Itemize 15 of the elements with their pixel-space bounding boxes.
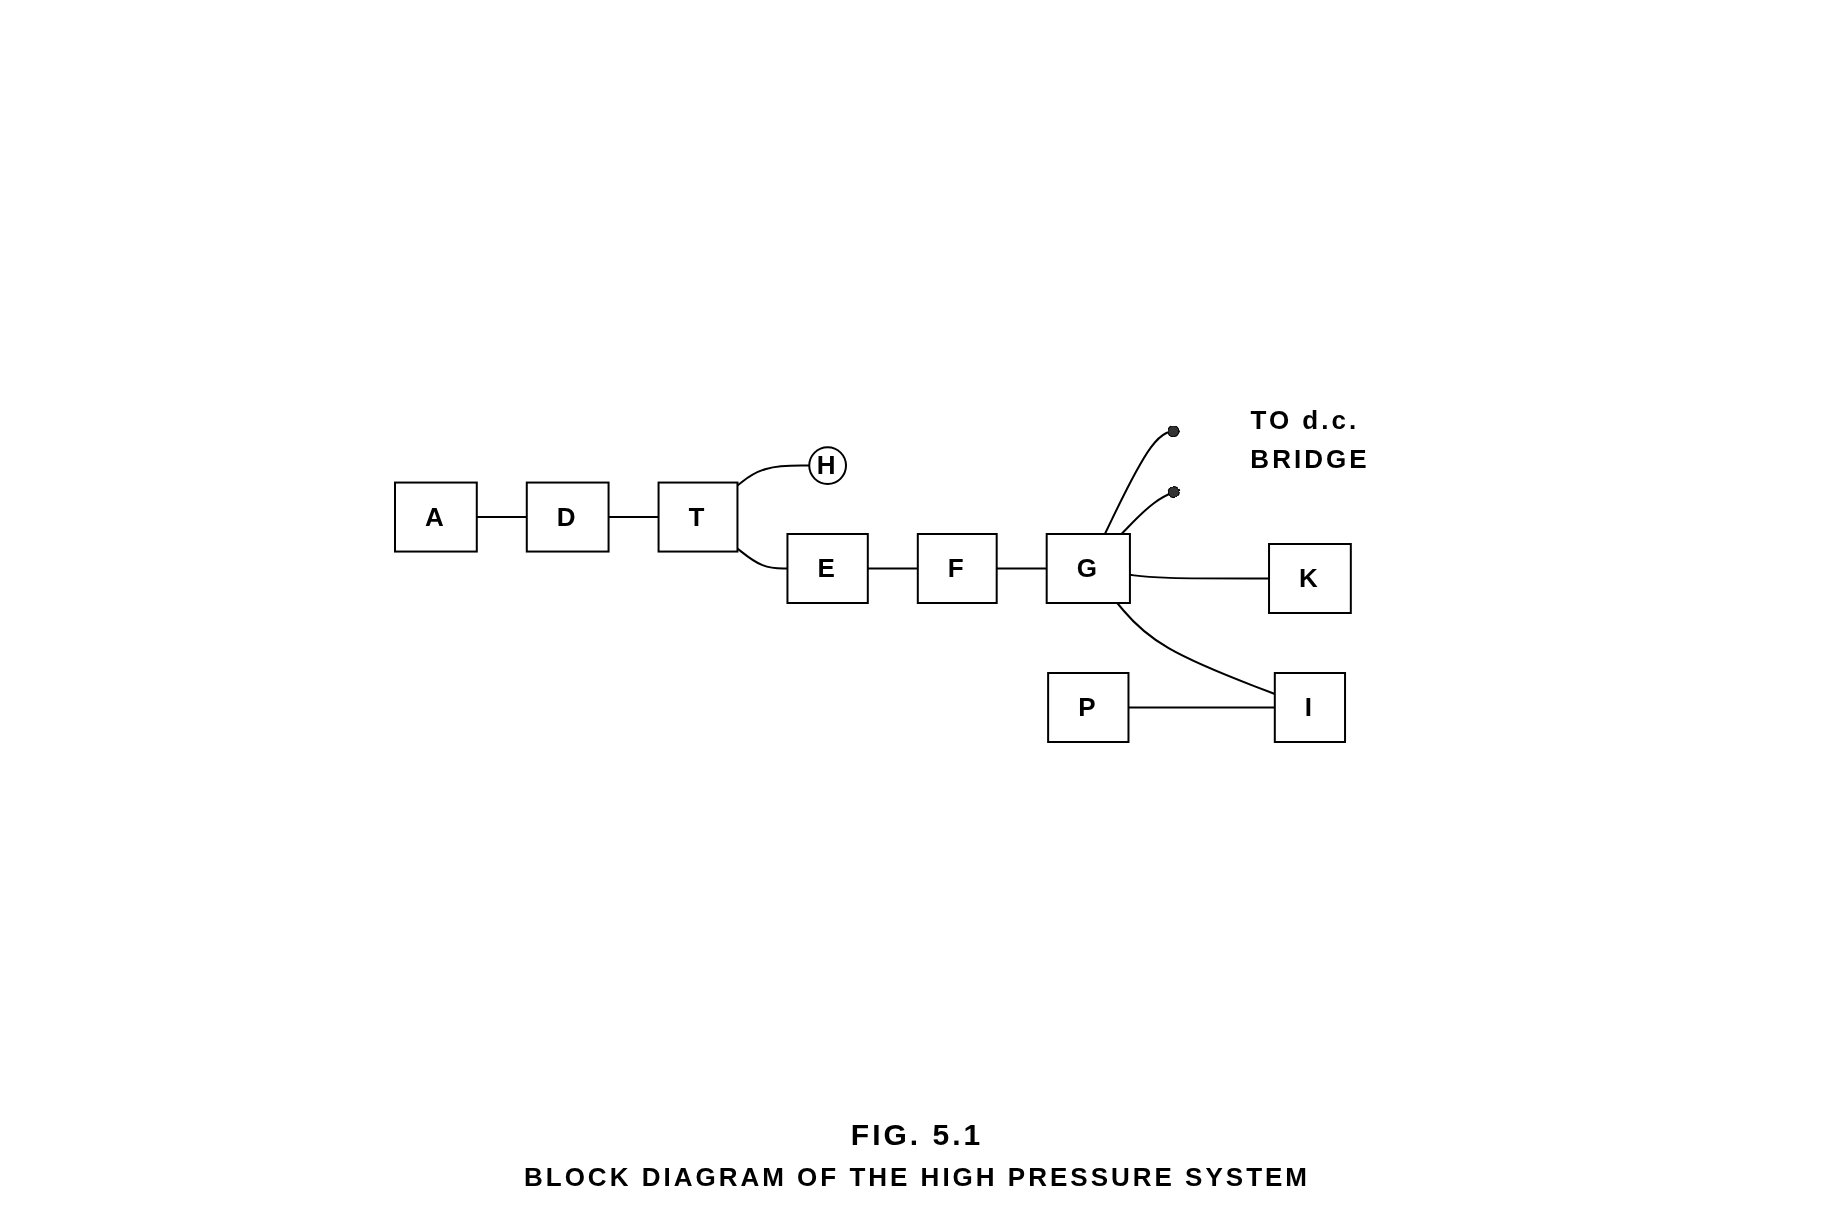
node-box: F <box>916 533 998 604</box>
node-box: T <box>657 481 738 553</box>
connector <box>1120 486 1181 535</box>
node-box: K <box>1267 543 1352 614</box>
node-box: A <box>393 481 478 553</box>
figure-caption: BLOCK DIAGRAM OF THE HIGH PRESSURE SYSTEM <box>523 1162 1310 1193</box>
node-box: G <box>1045 533 1131 604</box>
node-box: P <box>1046 672 1129 743</box>
node-text: TO d.c. BRIDGE <box>1249 405 1370 474</box>
node-box: I <box>1273 672 1346 743</box>
node-circle: H <box>807 446 847 485</box>
node-box: D <box>525 481 610 553</box>
node-box: E <box>786 533 869 604</box>
connector <box>1103 425 1181 535</box>
figure-title: FIG. 5.1 <box>850 1118 984 1152</box>
